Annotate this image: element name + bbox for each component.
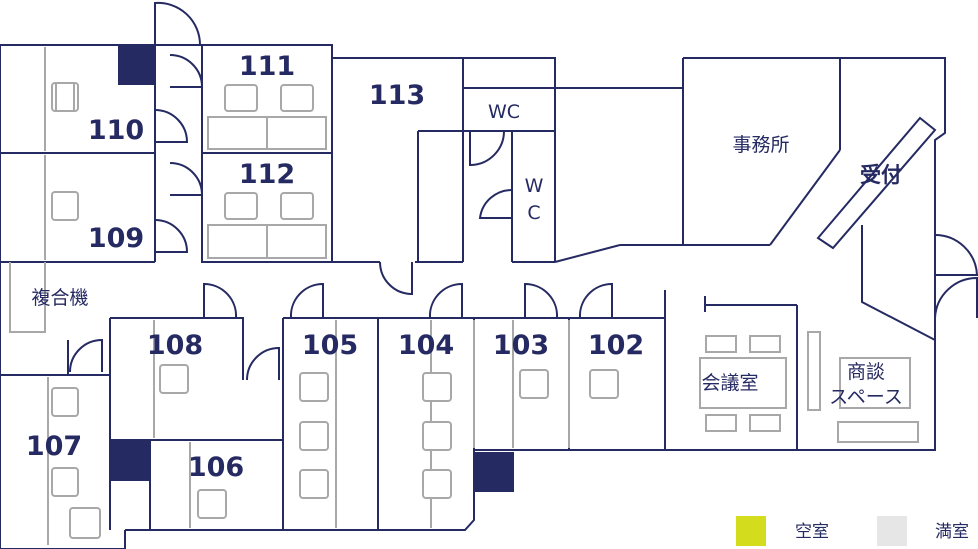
wc-label: WC bbox=[488, 101, 520, 123]
room-numbers: 110 111 112 113 109 108 107 106 105 104 … bbox=[26, 51, 644, 483]
reception-label: 受付 bbox=[860, 163, 902, 187]
copier-label: 複合機 bbox=[31, 287, 88, 309]
legend-occupied-swatch bbox=[877, 516, 907, 546]
room-108: 108 bbox=[147, 330, 203, 361]
room-104: 104 bbox=[398, 330, 454, 361]
room-110: 110 bbox=[88, 115, 144, 146]
lounge-label-line1: 商談 bbox=[847, 361, 885, 383]
walls bbox=[0, 44, 946, 549]
room-107: 107 bbox=[26, 431, 82, 462]
wc-label-w: W bbox=[525, 175, 544, 197]
room-105: 105 bbox=[302, 330, 358, 361]
legend-occupied-label: 満室 bbox=[935, 522, 969, 542]
room-102: 102 bbox=[588, 330, 644, 361]
legend-vacant-label: 空室 bbox=[795, 522, 829, 542]
legend: 空室 満室 bbox=[736, 516, 969, 546]
lounge-label-line2: スペース bbox=[829, 386, 903, 408]
furniture bbox=[51, 82, 919, 539]
pillars bbox=[110, 45, 514, 492]
legend-vacant-swatch bbox=[736, 516, 766, 546]
room-labels: WC W C 事務所 受付 複合機 会議室 商談 スペース bbox=[31, 101, 902, 408]
wc-label-c: C bbox=[527, 202, 540, 224]
room-112: 112 bbox=[239, 159, 295, 190]
partitions bbox=[9, 47, 570, 545]
room-111: 111 bbox=[239, 51, 295, 82]
office-label: 事務所 bbox=[732, 134, 789, 156]
doors bbox=[69, 1, 978, 381]
room-103: 103 bbox=[493, 330, 549, 361]
room-113: 113 bbox=[369, 80, 425, 111]
pillar bbox=[110, 440, 150, 480]
pillar bbox=[474, 452, 514, 492]
room-109: 109 bbox=[88, 223, 144, 254]
room-106: 106 bbox=[188, 452, 244, 483]
meeting-room-label: 会議室 bbox=[701, 372, 758, 394]
pillar bbox=[118, 45, 154, 85]
